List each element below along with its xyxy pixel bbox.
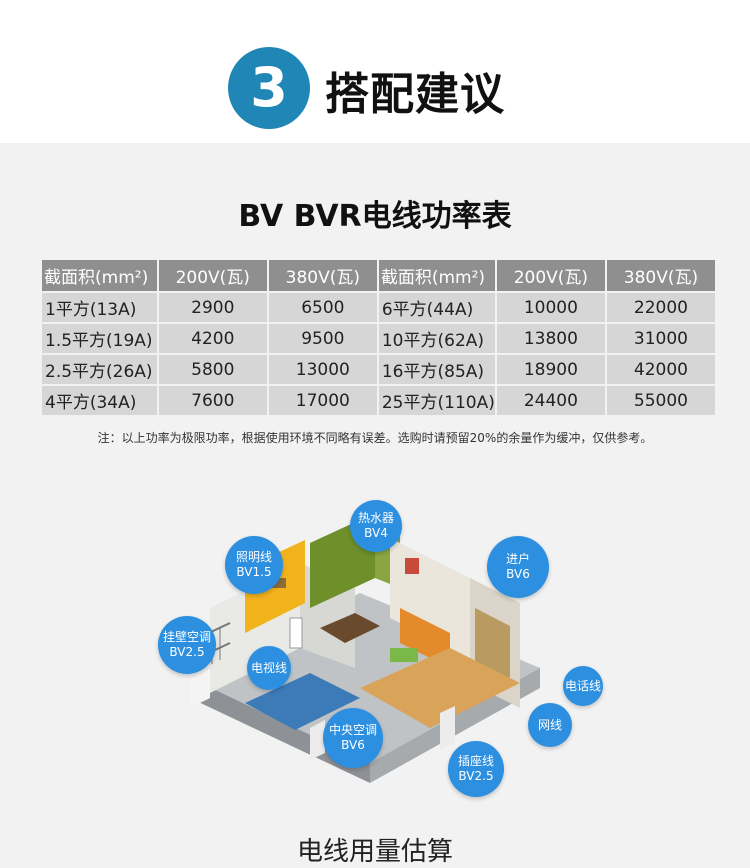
- table-cell: 13800: [496, 324, 605, 353]
- table-cell: 42000: [606, 355, 715, 384]
- table-cell: 5800: [158, 355, 267, 384]
- table-cell: 24400: [496, 386, 605, 415]
- table-cell: 4200: [158, 324, 267, 353]
- column-header: 截面积(mm²): [42, 260, 157, 291]
- table-cell: 6500: [268, 293, 377, 322]
- table-cell: 9500: [268, 324, 377, 353]
- table-cell: 7600: [158, 386, 267, 415]
- bubble-text: 插座线: [457, 754, 494, 768]
- next-section-title: 电线用量估算: [296, 837, 453, 867]
- house-drawing: [190, 513, 540, 783]
- table-title: BV BVR电线功率表: [238, 199, 512, 234]
- bubble-text: 热水器: [357, 511, 394, 525]
- table-cell: 13000: [268, 355, 377, 384]
- table-row: 2.5平方(26A) 5800 13000 16平方(85A) 18900 42…: [42, 355, 715, 384]
- table-cell: 25平方(110A): [378, 386, 495, 415]
- label-phone: 电话线: [563, 666, 603, 706]
- bubble-text: BV2.5: [458, 769, 494, 783]
- bubble-text: 挂壁空调: [162, 630, 211, 644]
- label-network: 网线: [528, 703, 572, 747]
- bubble-text: 照明线: [235, 550, 272, 564]
- bubble-text: BV6: [506, 567, 530, 581]
- table-row: 1.5平方(19A) 4200 9500 10平方(62A) 13800 310…: [42, 324, 715, 353]
- bubble-text: 电话线: [564, 678, 601, 693]
- column-header: 380V(瓦): [606, 260, 715, 291]
- table-cell: 16平方(85A): [378, 355, 495, 384]
- bubble-text: 中央空调: [328, 723, 377, 737]
- column-header: 380V(瓦): [268, 260, 377, 291]
- bubble-text: BV4: [364, 526, 388, 540]
- table-cell: 10平方(62A): [378, 324, 495, 353]
- column-header: 截面积(mm²): [378, 260, 495, 291]
- step-number-badge: 3: [228, 47, 310, 129]
- bubble-text: BV6: [341, 738, 365, 752]
- table-cell: 10000: [496, 293, 605, 322]
- table-row: 4平方(34A) 7600 17000 25平方(110A) 24400 550…: [42, 386, 715, 415]
- column-header: 200V(瓦): [158, 260, 267, 291]
- table-header-row: 截面积(mm²) 200V(瓦) 380V(瓦) 截面积(mm²) 200V(瓦…: [42, 260, 715, 291]
- bubble-text: BV2.5: [169, 645, 205, 659]
- table-cell: 22000: [606, 293, 715, 322]
- table-cell: 1平方(13A): [42, 293, 157, 322]
- table-cell: 6平方(44A): [378, 293, 495, 322]
- bubble-text: 电视线: [250, 660, 287, 675]
- bubble-text: 网线: [537, 717, 562, 732]
- label-tv: 电视线: [247, 646, 291, 690]
- table-cell: 2.5平方(26A): [42, 355, 157, 384]
- table-footnote: 注：以上功率为极限功率，根据使用环境不同略有误差。选购时请预留20%的余量作为缓…: [97, 431, 653, 445]
- table-cell: 17000: [268, 386, 377, 415]
- section-title: 搭配建议: [325, 69, 505, 120]
- table-cell: 31000: [606, 324, 715, 353]
- power-table: 截面积(mm²) 200V(瓦) 380V(瓦) 截面积(mm²) 200V(瓦…: [40, 258, 717, 417]
- header-section: 3 搭配建议: [0, 0, 750, 143]
- table-cell: 2900: [158, 293, 267, 322]
- content-panel: BV BVR电线功率表 截面积(mm²) 200V(瓦) 380V(瓦) 截面积…: [0, 143, 750, 867]
- house-illustration: [150, 498, 610, 828]
- table-cell: 18900: [496, 355, 605, 384]
- bubble-text: BV1.5: [236, 565, 272, 579]
- table-cell: 1.5平方(19A): [42, 324, 157, 353]
- bubble-text: 进户: [505, 552, 530, 566]
- table-cell: 4平方(34A): [42, 386, 157, 415]
- column-header: 200V(瓦): [496, 260, 605, 291]
- table-row: 1平方(13A) 2900 6500 6平方(44A) 10000 22000: [42, 293, 715, 322]
- table-cell: 55000: [606, 386, 715, 415]
